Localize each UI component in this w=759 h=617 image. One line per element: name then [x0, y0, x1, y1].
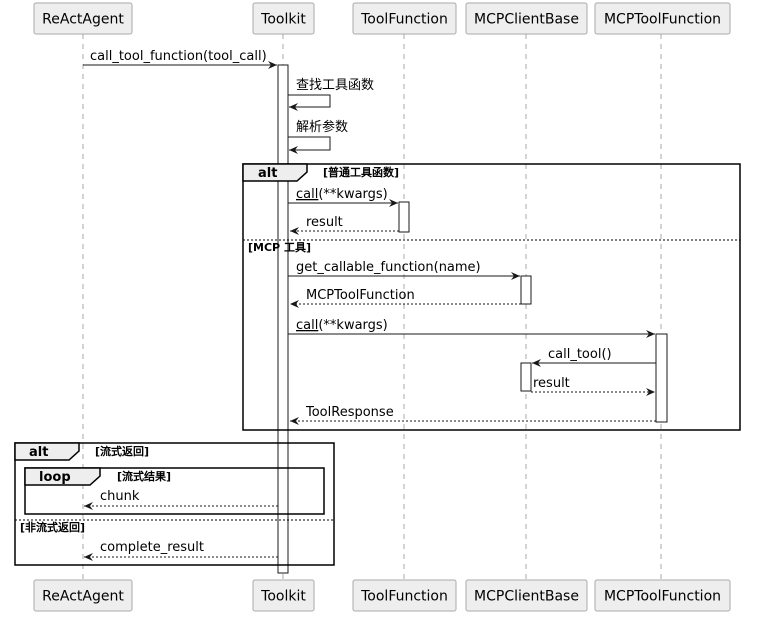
message-label: result: [306, 215, 343, 230]
message-label: get_callable_function(name): [296, 260, 481, 275]
activation-toolfn: [398, 201, 410, 233]
participant-toolfn-bottom[interactable]: ToolFunction: [352, 579, 457, 612]
activations: [277, 64, 668, 574]
frame-title: loop: [39, 470, 71, 485]
participant-mcpbase-top[interactable]: MCPClientBase: [465, 2, 588, 35]
activation-toolkit: [277, 64, 289, 574]
message-label-args: (**kwargs): [318, 318, 387, 333]
participant-mcpfn-top[interactable]: MCPToolFunction: [594, 2, 731, 35]
messages: call_tool_function(tool_call) 查找工具函数 解析参…: [83, 49, 656, 561]
participant-label: Toolkit: [260, 12, 306, 28]
svg-text:call(**kwargs): call(**kwargs): [296, 187, 388, 202]
message-label-call: call: [296, 318, 318, 333]
message-parse-args: 解析参数: [288, 119, 348, 154]
message-label: chunk: [100, 489, 140, 504]
frame-loop: loop [流式结果]: [24, 467, 325, 515]
message-label: call_tool(): [548, 347, 612, 362]
frame-guard: [MCP 工具]: [248, 241, 311, 254]
message-complete-result: complete_result: [84, 540, 278, 561]
participant-toolkit-bottom[interactable]: Toolkit: [252, 579, 315, 612]
message-find-tool-function: 查找工具函数: [288, 78, 374, 111]
lifelines: [82, 34, 662, 580]
frame-guard: [普通工具函数]: [323, 165, 399, 179]
svg-text:call(**kwargs): call(**kwargs): [296, 318, 388, 333]
frame-alt-tool-type: alt [普通工具函数] [MCP 工具]: [242, 163, 741, 431]
message-get-callable-function: get_callable_function(name): [288, 260, 520, 280]
message-label: ToolResponse: [305, 405, 394, 420]
frame-title: alt: [29, 445, 48, 460]
participant-toolkit-top[interactable]: Toolkit: [252, 2, 315, 35]
participant-label: Toolkit: [260, 589, 306, 605]
message-result-mcp: result: [531, 376, 655, 396]
frame-guard: [流式结果]: [117, 469, 171, 483]
participant-label: ToolFunction: [360, 589, 448, 605]
frame-title: alt: [258, 166, 277, 181]
frame-guard: [流式返回]: [95, 444, 149, 458]
message-label: complete_result: [100, 540, 204, 555]
participants-bottom: ReActAgent Toolkit ToolFunction MCPClien…: [33, 579, 731, 612]
message-call-toolfunction: call(**kwargs): [288, 187, 398, 207]
participant-mcpbase-bottom[interactable]: MCPClientBase: [465, 579, 588, 612]
message-label-args: (**kwargs): [318, 187, 387, 202]
frame-alt-streaming: alt [流式返回] [非流式返回]: [14, 442, 335, 566]
participants-top: ReActAgent Toolkit ToolFunction MCPClien…: [33, 2, 731, 35]
message-call-mcptoolfunction: call(**kwargs): [288, 318, 655, 338]
message-label: MCPToolFunction: [306, 288, 415, 303]
activation-mcpbase-1: [520, 275, 532, 305]
message-label: 解析参数: [296, 119, 348, 135]
activation-mcpfn: [655, 333, 668, 423]
participant-label: MCPToolFunction: [604, 12, 721, 28]
message-call-tool: call_tool(): [532, 347, 656, 367]
participant-react-top[interactable]: ReActAgent: [33, 2, 133, 35]
message-result-return: result: [290, 215, 399, 235]
message-label: 查找工具函数: [296, 78, 374, 93]
message-mcptoolfunction-return: MCPToolFunction: [290, 288, 521, 308]
participant-label: ReActAgent: [42, 12, 124, 28]
activation-mcpbase-2: [520, 362, 532, 392]
message-label-call: call: [296, 187, 318, 202]
message-label: result: [533, 376, 570, 391]
message-call-tool-function: call_tool_function(tool_call): [83, 49, 277, 69]
participant-label: MCPToolFunction: [604, 589, 721, 605]
participant-label: ToolFunction: [360, 12, 448, 28]
frame-guard: [非流式返回]: [20, 520, 85, 534]
participant-label: MCPClientBase: [474, 12, 579, 28]
message-chunk: chunk: [84, 489, 278, 510]
message-label: call_tool_function(tool_call): [90, 49, 267, 64]
participant-toolfn-top[interactable]: ToolFunction: [352, 2, 457, 35]
participant-label: ReActAgent: [42, 589, 124, 605]
participant-react-bottom[interactable]: ReActAgent: [33, 579, 133, 612]
participant-label: MCPClientBase: [474, 589, 579, 605]
message-toolresponse: ToolResponse: [290, 405, 656, 425]
participant-mcpfn-bottom[interactable]: MCPToolFunction: [594, 579, 731, 612]
